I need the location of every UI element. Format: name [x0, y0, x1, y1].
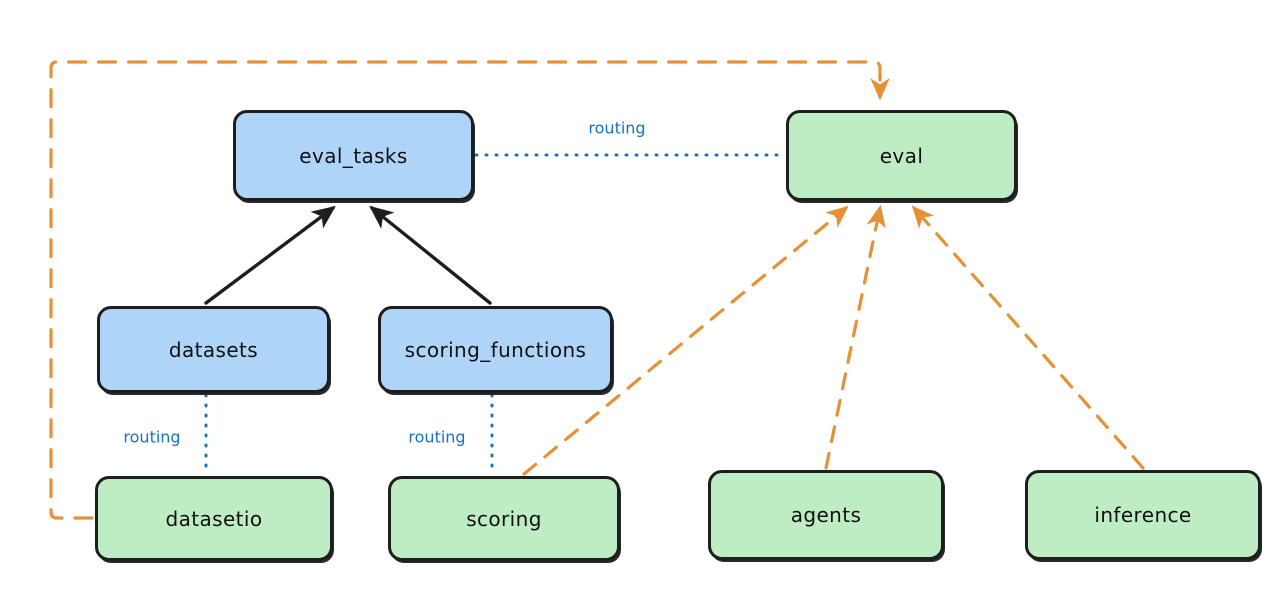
node-scoring[interactable]: scoring	[388, 476, 620, 561]
edge-datasets-eval_tasks	[204, 205, 336, 305]
node-agents[interactable]: agents	[708, 470, 944, 560]
node-eval-tasks[interactable]: eval_tasks	[233, 110, 474, 201]
node-label-scoring-functions: scoring_functions	[404, 337, 587, 362]
edge-label-routing-eval-tasks-eval: routing	[588, 118, 646, 138]
node-label-inference: inference	[1094, 503, 1192, 527]
edge-scoring_functions-eval_tasks	[369, 205, 492, 305]
node-label-eval-tasks: eval_tasks	[299, 143, 408, 168]
node-eval[interactable]: eval	[786, 110, 1017, 201]
node-label-scoring: scoring	[466, 506, 542, 531]
node-label-datasets: datasets	[168, 337, 259, 362]
node-label-datasetio: datasetio	[165, 506, 263, 531]
edge-label-routing-datasets-datasetio: routing	[123, 427, 181, 447]
node-scoring-functions[interactable]: scoring_functions	[378, 306, 613, 393]
node-inference[interactable]: inference	[1025, 470, 1261, 560]
node-datasetio[interactable]: datasetio	[95, 476, 333, 561]
edge-inference-eval	[911, 205, 1145, 470]
edge-agents-eval	[824, 204, 886, 470]
node-label-eval: eval	[879, 143, 924, 168]
node-label-agents: agents	[790, 503, 862, 527]
node-datasets[interactable]: datasets	[97, 306, 330, 393]
edge-label-routing-scoring-functions-scoring: routing	[408, 427, 466, 447]
